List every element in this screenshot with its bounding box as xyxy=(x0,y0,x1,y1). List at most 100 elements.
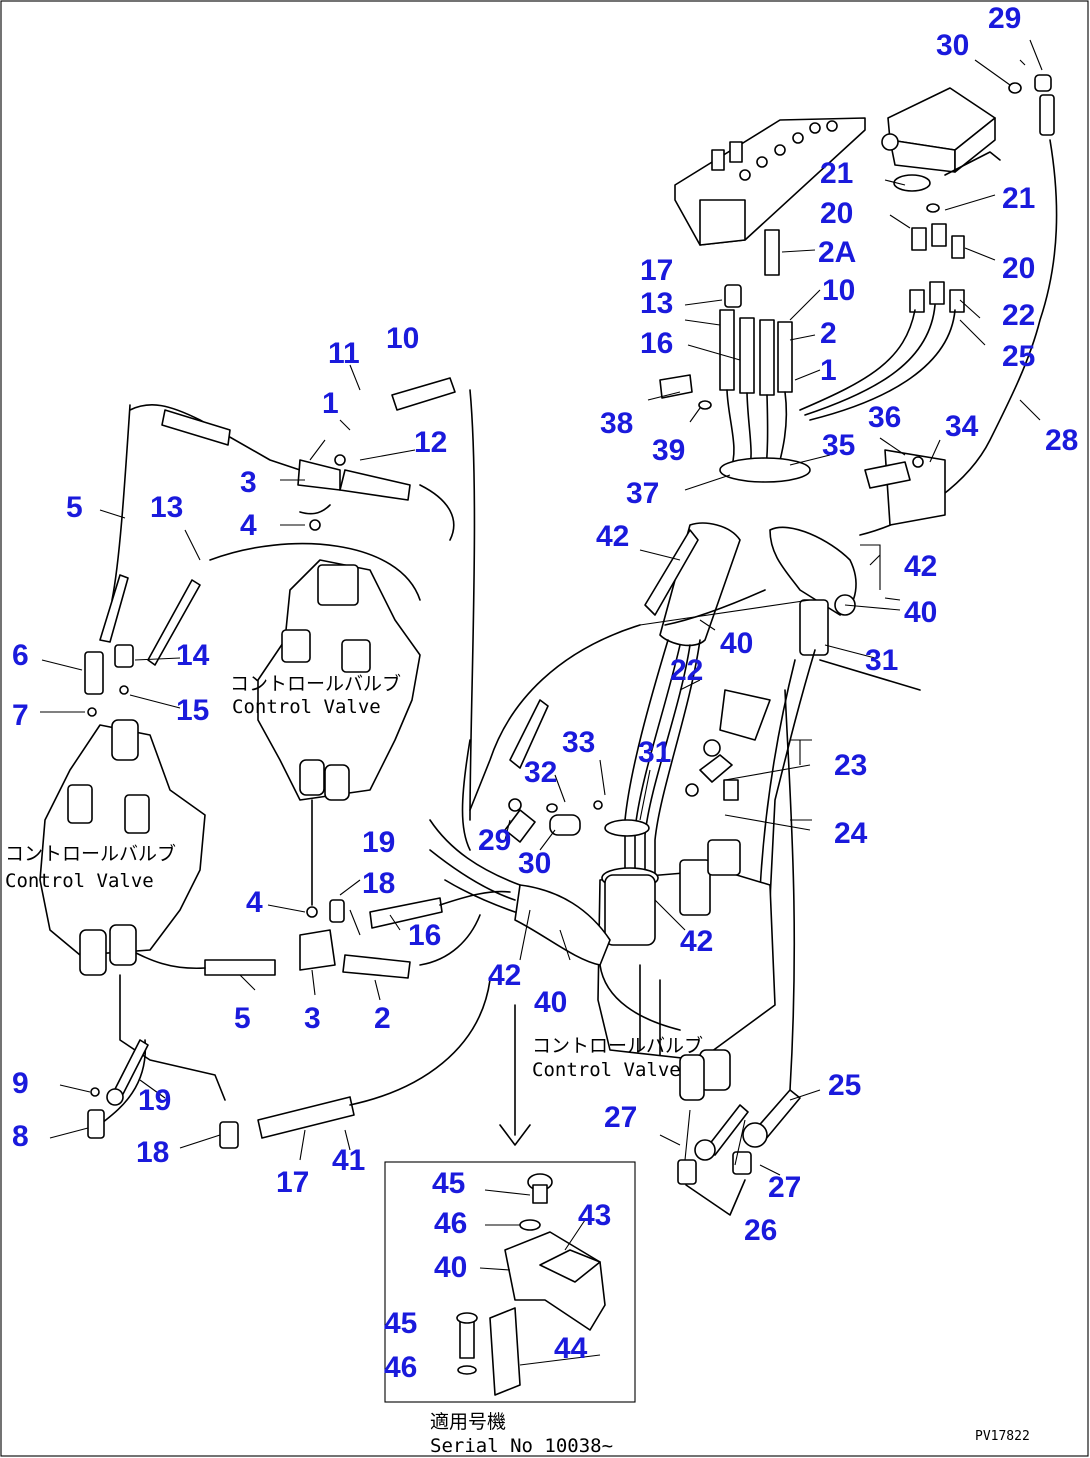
callout-18: 18 xyxy=(362,867,395,900)
callout-29: 29 xyxy=(988,2,1021,35)
callout-11: 11 xyxy=(328,337,360,370)
callout-45: 45 xyxy=(384,1307,417,1340)
callout-45: 45 xyxy=(432,1167,465,1200)
spiral-hose xyxy=(644,522,857,656)
callout-17: 17 xyxy=(640,254,673,287)
callout-7: 7 xyxy=(12,699,29,732)
callout-36: 36 xyxy=(868,401,901,434)
callout-42: 42 xyxy=(596,520,629,553)
callout-20: 20 xyxy=(820,197,853,230)
callout-5: 5 xyxy=(234,1002,251,1035)
callout-21: 21 xyxy=(820,157,853,190)
callout-1: 1 xyxy=(322,387,339,420)
callout-34: 34 xyxy=(945,410,979,443)
callout-24: 24 xyxy=(834,817,868,850)
ppc-valve-left xyxy=(674,117,866,246)
callout-40: 40 xyxy=(434,1251,467,1284)
callout-27: 27 xyxy=(604,1101,637,1134)
callout-17: 17 xyxy=(276,1166,309,1199)
bottom-left-fittings xyxy=(87,979,491,1149)
inset-caption-jp: 適用号機 xyxy=(430,1411,506,1433)
callout-5: 5 xyxy=(66,491,83,524)
callout-9: 9 xyxy=(12,1067,29,1100)
callout-25: 25 xyxy=(828,1069,861,1102)
callout-41: 41 xyxy=(332,1144,365,1177)
callout-39: 39 xyxy=(652,434,685,467)
callout-2a: 2A xyxy=(818,236,856,269)
callout-4: 4 xyxy=(240,509,257,542)
callout-38: 38 xyxy=(600,407,633,440)
callout-42: 42 xyxy=(488,959,521,992)
callout-14: 14 xyxy=(176,639,210,672)
callout-33: 33 xyxy=(562,726,595,759)
drawing-code: PV17822 xyxy=(975,1429,1030,1444)
callout-22: 22 xyxy=(670,654,703,687)
cv-left-jp: コントロールバルブ xyxy=(5,842,176,865)
inset-box xyxy=(384,1004,636,1403)
cv-right-jp: コントロールバルブ xyxy=(532,1034,703,1057)
callout-10: 10 xyxy=(822,274,855,307)
callout-35: 35 xyxy=(822,429,855,462)
hose-connection-center xyxy=(429,389,733,1031)
callout-28: 28 xyxy=(1045,424,1078,457)
ppc-valve-right xyxy=(881,87,1001,176)
callout-labels: 29 30 21 21 20 20 2A 17 10 13 2 16 1 22 … xyxy=(12,2,1078,1384)
callout-16: 16 xyxy=(640,327,673,360)
callout-10: 10 xyxy=(386,322,419,355)
callout-30: 30 xyxy=(518,847,551,880)
callout-15: 15 xyxy=(176,694,209,727)
callout-44: 44 xyxy=(554,1332,588,1365)
inset-caption-serial: Serial No 10038~ xyxy=(430,1435,613,1457)
callout-4: 4 xyxy=(246,886,263,919)
cv-left-en: Control Valve xyxy=(5,870,154,892)
callout-2: 2 xyxy=(820,317,837,350)
callout-30: 30 xyxy=(936,29,969,62)
control-valve-left xyxy=(39,404,226,1131)
callout-2: 2 xyxy=(374,1002,391,1035)
callout-19: 19 xyxy=(138,1084,171,1117)
control-valve-right xyxy=(597,689,796,1101)
callout-8: 8 xyxy=(12,1120,29,1153)
callout-13: 13 xyxy=(640,287,673,320)
callout-12: 12 xyxy=(414,426,447,459)
callout-32: 32 xyxy=(524,756,557,789)
callout-26: 26 xyxy=(744,1214,777,1247)
callout-42: 42 xyxy=(904,550,937,583)
callout-42: 42 xyxy=(680,925,713,958)
callout-3: 3 xyxy=(304,1002,321,1035)
callout-40: 40 xyxy=(904,596,937,629)
center-fittings xyxy=(129,377,511,979)
cv-right-en: Control Valve xyxy=(532,1059,681,1081)
callout-31: 31 xyxy=(638,736,671,769)
callout-19: 19 xyxy=(362,826,395,859)
callout-27: 27 xyxy=(768,1171,801,1204)
callout-3: 3 xyxy=(240,466,257,499)
cv-center-en: Control Valve xyxy=(232,696,381,718)
callout-22: 22 xyxy=(1002,299,1035,332)
callout-29: 29 xyxy=(478,824,511,857)
callout-40: 40 xyxy=(720,627,753,660)
hose-bundle-top xyxy=(659,229,946,526)
leader-lines xyxy=(40,39,1043,1366)
hose-run-middle xyxy=(469,589,921,901)
callout-16: 16 xyxy=(408,919,441,952)
bottom-right-fittings xyxy=(677,1089,801,1216)
callout-23: 23 xyxy=(834,749,867,782)
callout-46: 46 xyxy=(434,1207,467,1240)
callout-21: 21 xyxy=(1002,182,1035,215)
callout-1: 1 xyxy=(820,354,837,387)
callout-18: 18 xyxy=(136,1136,169,1169)
callout-31: 31 xyxy=(865,644,898,677)
control-valve-center xyxy=(209,542,421,801)
callout-13: 13 xyxy=(150,491,183,524)
callout-20: 20 xyxy=(1002,252,1035,285)
callout-37: 37 xyxy=(626,477,659,510)
callout-6: 6 xyxy=(12,639,29,672)
callout-40: 40 xyxy=(534,986,567,1019)
callout-46: 46 xyxy=(384,1351,417,1384)
callout-43: 43 xyxy=(578,1199,611,1232)
cv-center-jp: コントロールバルブ xyxy=(230,672,401,695)
